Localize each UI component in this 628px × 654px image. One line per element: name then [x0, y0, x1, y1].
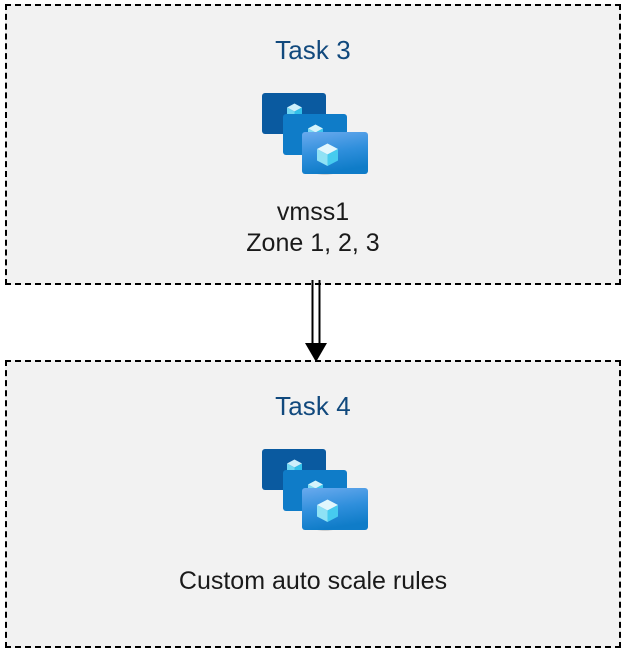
- panel-task-4-caption: Custom auto scale rules: [179, 566, 447, 597]
- panel-task-3-title: Task 3: [275, 35, 351, 65]
- caption-line-autoscale: Custom auto scale rules: [178, 567, 448, 595]
- panel-task-4[interactable]: Task 4: [5, 360, 621, 648]
- cube-glyph-front: [317, 499, 338, 522]
- panel-task-3[interactable]: Task 3: [5, 4, 621, 285]
- panel-task-4-title: Task 4: [275, 391, 351, 421]
- caption-line-vmss1: vmss1: [276, 198, 350, 226]
- monitor-front-shape: [302, 488, 368, 530]
- monitor-front-shape: [302, 132, 368, 174]
- cube-glyph-front: [317, 143, 338, 166]
- azure-vm-scale-set-icon: [262, 449, 368, 531]
- azure-vm-scale-set-icon: [262, 93, 368, 175]
- panel-task-3-caption: vmss1 Zone 1, 2, 3: [246, 197, 379, 259]
- double-line-down-arrow: [305, 280, 327, 362]
- caption-line-zones: Zone 1, 2, 3: [246, 229, 380, 257]
